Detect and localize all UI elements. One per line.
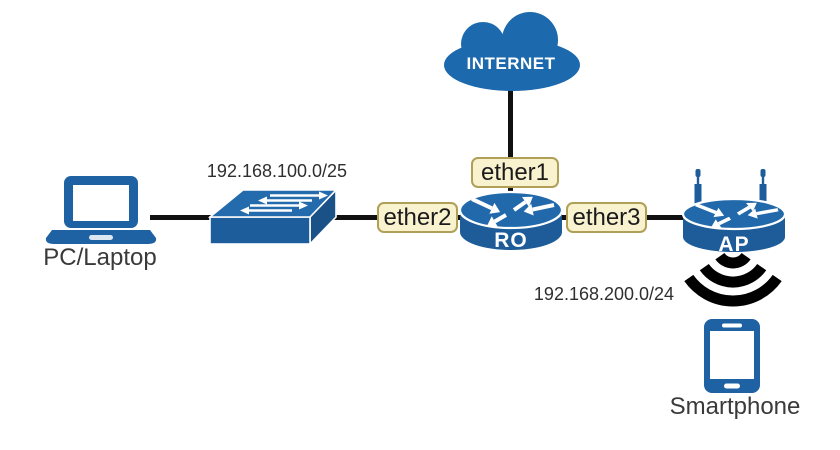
ether2-label: ether2 [383,203,452,231]
switch-icon [208,188,338,246]
ether1-label: ether1 [480,158,550,186]
internet-label: INTERNET [467,54,556,73]
lan-subnet-label: 192.168.100.0/25 [206,161,348,181]
pc-label: PC/Laptop [43,244,157,271]
interface-ether2: ether2 [377,202,458,233]
router-icon: RO [458,190,564,252]
link-internet-router [508,84,513,198]
router-label: RO [494,229,528,252]
wifi-signal-icon [684,252,782,307]
smartphone-icon [704,319,760,393]
interface-ether1: ether1 [471,157,559,188]
cloud-icon: INTERNET [444,12,580,91]
access-point-icon: AP [681,169,787,256]
access-point-label: AP [718,233,749,256]
laptop-icon [45,176,157,244]
ether3-label: ether3 [572,203,641,231]
interface-ether3: ether3 [566,202,647,233]
smartphone-label: Smartphone [669,393,801,420]
wireless-subnet-label: 192.168.200.0/24 [533,284,675,304]
